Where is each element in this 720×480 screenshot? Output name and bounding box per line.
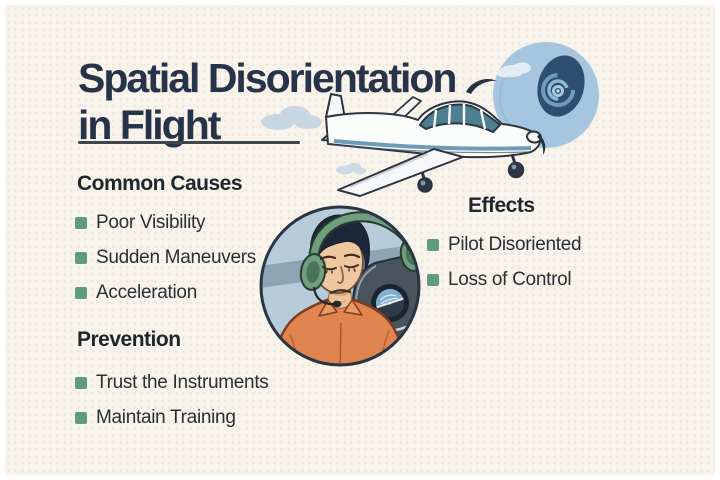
- page-title: Spatial Disorientation in Flight: [78, 55, 457, 149]
- list-item: Trust the Instruments: [75, 365, 269, 400]
- list-item: Sudden Maneuvers: [75, 240, 256, 275]
- airplane-icon: [321, 79, 546, 197]
- list-item-label: Pilot Disoriented: [448, 233, 582, 255]
- list-item-label: Loss of Control: [448, 268, 572, 290]
- section-effects: Effects Pilot Disoriented Loss of Contro…: [427, 193, 582, 297]
- cloud-icon: [336, 163, 366, 175]
- list-item: Pilot Disoriented: [427, 227, 582, 262]
- list-item-label: Maintain Training: [96, 406, 236, 428]
- bullet-square-icon: [75, 251, 87, 264]
- bullet-square-icon: [75, 411, 87, 424]
- spiral-vortex-icon: [493, 42, 599, 148]
- pilot-portrait-illustration: [259, 205, 421, 367]
- bullet-square-icon: [75, 216, 87, 229]
- airplane-illustration: [261, 42, 599, 197]
- title-line-1: Spatial Disorientation: [78, 55, 457, 102]
- propeller-blade-icon: [537, 134, 546, 155]
- list-item-label: Trust the Instruments: [96, 371, 269, 393]
- bullet-square-icon: [427, 238, 439, 251]
- list-item: Maintain Training: [75, 400, 269, 435]
- infographic-canvas: Spatial Disorientation in Flight: [5, 5, 715, 475]
- section-heading: Prevention: [77, 328, 181, 351]
- propeller-blade-icon: [466, 79, 497, 94]
- cloud-icon: [497, 62, 531, 78]
- mic-boom-icon: [312, 286, 342, 308]
- cloud-icon: [261, 106, 322, 130]
- title-line-2: in Flight: [78, 102, 221, 149]
- list-item-label: Sudden Maneuvers: [96, 246, 256, 268]
- list-item: Acceleration: [75, 275, 256, 310]
- bullet-square-icon: [427, 273, 439, 286]
- list-item-label: Acceleration: [96, 281, 197, 303]
- section-common-causes: Common Causes Poor Visibility Sudden Man…: [75, 171, 256, 310]
- list-item: Poor Visibility: [75, 205, 256, 240]
- bullet-square-icon: [75, 376, 87, 389]
- list-item-label: Poor Visibility: [96, 211, 206, 233]
- section-prevention: Prevention Trust the Instruments Maintai…: [75, 327, 269, 435]
- section-heading: Common Causes: [77, 172, 243, 195]
- list-item: Loss of Control: [427, 262, 581, 297]
- section-heading: Effects: [468, 194, 535, 217]
- title-underline: [78, 141, 300, 144]
- pilot-face: [319, 253, 361, 303]
- bullet-square-icon: [75, 286, 87, 299]
